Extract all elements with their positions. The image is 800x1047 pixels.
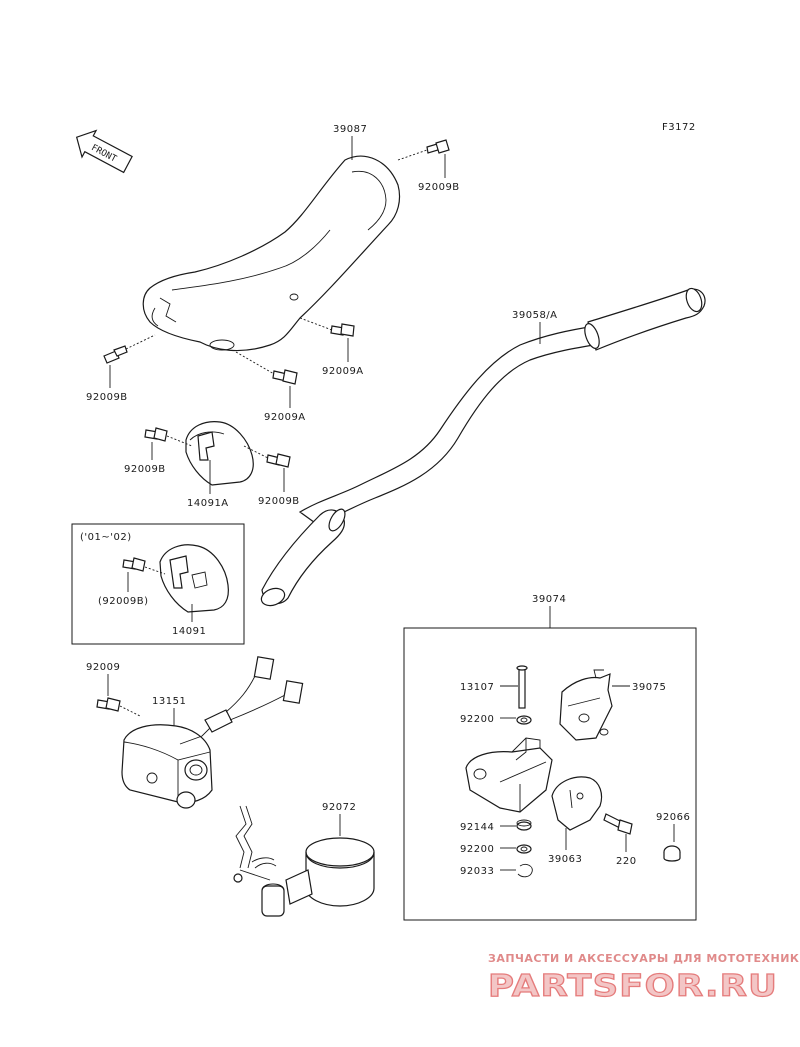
throttle-assembly-box [403,627,697,921]
label-39075: 39075 [632,682,666,693]
bolt-92009b-cover-right [266,453,291,468]
handlebar-part [260,287,706,607]
label-92009b-top: 92009B [418,182,460,193]
screw-220 [603,813,633,835]
spring-92144 [516,819,532,831]
label-92009b-cover-left: 92009B [124,464,166,475]
watermark-logo: PARTSFOR.RU [488,969,778,1004]
label-92200-1: 92200 [460,714,494,725]
bolt-92009b-cover-left [144,427,168,442]
bolt-92009b-variant [122,557,146,572]
label-92200-2: 92200 [460,844,494,855]
cap-92066 [663,845,681,862]
label-14091: 14091 [172,626,206,637]
diagram-code: F3172 [662,122,696,133]
washer-92200-2 [516,844,532,854]
label-39058a: 39058/A [512,310,558,321]
label-13107: 13107 [460,682,494,693]
washer-92200-1 [516,715,532,725]
label-220: 220 [616,856,637,867]
front-arrow-icon: FRONT [75,129,133,174]
variant-box [71,523,245,645]
label-39074: 39074 [532,594,566,605]
variant-box-label: ('01~'02) [80,532,132,543]
bolt-92009b-left [103,345,128,364]
bolt-92009a-1 [330,323,355,337]
watermark-tagline: ЗАПЧАСТИ И АКСЕССУАРЫ ДЛЯ МОТОТЕХНИКИ [488,952,800,965]
label-92009a-1: 92009A [322,366,364,377]
bracket-39075 [559,669,613,741]
watermark: ЗАПЧАСТИ И АКСЕССУАРЫ ДЛЯ МОТОТЕХНИКИ PA… [487,952,800,1005]
label-14091a: 14091A [187,498,229,509]
label-92009b-paren: (92009B) [98,596,148,607]
start-stop-switch-13151 [121,656,304,809]
bolt-92009b-top [426,139,450,154]
label-92009a-2: 92009A [264,412,306,423]
label-92144: 92144 [460,822,494,833]
label-92009b-left: 92009B [86,392,128,403]
cover-39063 [551,776,603,831]
label-39063: 39063 [548,854,582,865]
throttle-lever-body [465,737,553,813]
label-92033: 92033 [460,866,494,877]
handlebar-cover-part [142,155,401,352]
label-92009: 92009 [86,662,120,673]
clamp-band-92072 [233,805,375,917]
bolt-92009 [96,697,121,712]
label-13151: 13151 [152,696,186,707]
circlip-92033 [517,863,533,878]
label-92009b-cover-right: 92009B [258,496,300,507]
bolt-92009a-2 [272,369,298,385]
label-92072: 92072 [322,802,356,813]
switch-cover-14091a [185,421,254,486]
pin-13107 [516,665,528,709]
switch-cover-14091 [159,544,229,613]
label-92066: 92066 [656,812,690,823]
label-39087: 39087 [333,124,367,135]
